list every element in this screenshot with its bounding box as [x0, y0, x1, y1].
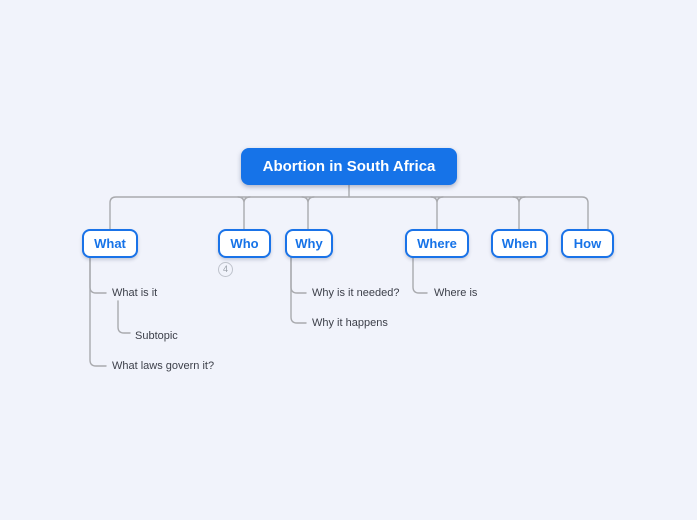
edge-what-is-it [89, 256, 107, 294]
child-node-who[interactable]: Who [218, 229, 271, 258]
edge-subtopic [117, 300, 131, 334]
edge-why-happens [290, 256, 307, 324]
edge-where-is [412, 256, 428, 294]
edge-rail [109, 196, 589, 230]
subtopic-what-laws-govern-it[interactable]: What laws govern it? [112, 360, 215, 372]
subtopic-why-is-it-needed[interactable]: Why is it needed? [312, 287, 400, 299]
edge-drop-when [512, 196, 526, 230]
subtopic-subtopic[interactable]: Subtopic [135, 330, 178, 342]
subtopic-what-is-it[interactable]: What is it [112, 287, 158, 299]
edge-drop-where [430, 196, 444, 230]
edge-drop-why [301, 196, 315, 230]
subtopic-why-it-happens[interactable]: Why it happens [312, 317, 388, 329]
collapsed-count-badge[interactable]: 4 [218, 262, 233, 277]
child-node-when[interactable]: When [491, 229, 548, 258]
edge-why-needed [290, 256, 307, 294]
child-node-how[interactable]: How [561, 229, 614, 258]
edge-drop-who [237, 196, 251, 230]
child-node-where[interactable]: Where [405, 229, 469, 258]
child-node-what[interactable]: What [82, 229, 138, 258]
edge-what-laws [89, 256, 107, 367]
child-node-why[interactable]: Why [285, 229, 333, 258]
root-node[interactable]: Abortion in South Africa [241, 148, 457, 185]
subtopic-where-is[interactable]: Where is [434, 287, 478, 299]
